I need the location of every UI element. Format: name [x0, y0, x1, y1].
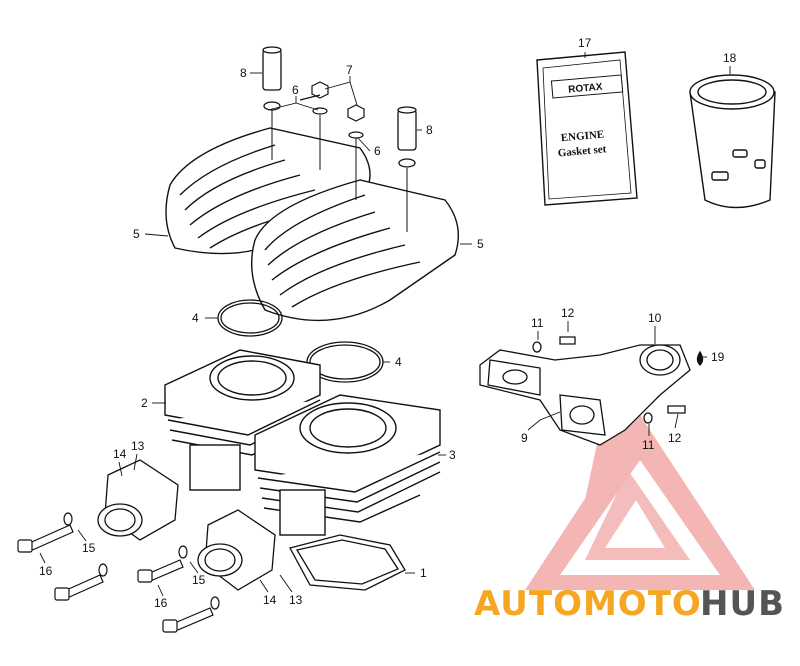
- callout-12a: 12: [561, 306, 575, 320]
- callout-16b: 16: [154, 596, 168, 610]
- callout-12b: 12: [668, 431, 682, 445]
- callout-15a: 15: [82, 541, 96, 555]
- callout-14a: 14: [113, 447, 127, 461]
- callout-10: 10: [648, 311, 662, 325]
- nuts-washers: [299, 81, 365, 139]
- callout-9: 9: [521, 431, 528, 445]
- callout-11b: 11: [642, 438, 655, 452]
- callout-16a: 16: [39, 564, 53, 578]
- watermark-part2: HUB: [700, 584, 785, 624]
- callout-13a: 13: [131, 439, 145, 453]
- callout-17: 17: [578, 36, 592, 50]
- callout-6b: 6: [374, 144, 381, 158]
- book-brand: ROTAX: [568, 82, 603, 96]
- callout-6a: 6: [292, 83, 299, 97]
- base-gasket: [289, 534, 406, 591]
- callout-1: 1: [420, 566, 427, 580]
- watermark-text: AUTOMOTO HUB: [474, 584, 785, 624]
- intake-flange-left: [97, 459, 179, 541]
- callout-2: 2: [141, 396, 148, 410]
- stud-spacer-right: [397, 106, 417, 168]
- callout-5b: 5: [477, 237, 484, 251]
- bolts-washers: [17, 512, 220, 633]
- gasket-set-book: ROTAX ENGINE Gasket set: [536, 51, 638, 206]
- stud-spacer-left: [262, 46, 282, 111]
- callout-3: 3: [449, 448, 456, 462]
- watermark-part1: AUTOMOTO: [474, 584, 702, 624]
- callout-11a: 11: [531, 316, 544, 330]
- book-title-line1: ENGINE: [560, 129, 604, 145]
- exhaust-manifold: [479, 336, 704, 446]
- callout-4a: 4: [192, 311, 199, 325]
- callout-8a: 8: [240, 66, 247, 80]
- callouts: 8 8 6 6 7 5 5 4 4 2 3 1 17 18 10 11 12 9…: [39, 36, 737, 610]
- callout-7: 7: [346, 63, 353, 77]
- callout-14b: 14: [263, 593, 277, 607]
- intake-flange-right: [197, 509, 276, 591]
- cylinder-sleeve: [689, 74, 776, 209]
- callout-8b: 8: [426, 123, 433, 137]
- callout-18: 18: [723, 51, 737, 65]
- stud-lines: [271, 110, 408, 232]
- cylinder-head-rear: [165, 127, 371, 255]
- cylinder-rear: [164, 349, 321, 491]
- callout-5a: 5: [133, 227, 140, 241]
- callout-4b: 4: [395, 355, 402, 369]
- callout-13b: 13: [289, 593, 303, 607]
- callout-leaders: [39, 52, 731, 597]
- watermark-logo: [525, 415, 755, 590]
- cylinder-front: [254, 394, 441, 536]
- callout-19: 19: [711, 350, 725, 364]
- callout-15b: 15: [192, 573, 206, 587]
- book-title-line2: Gasket set: [557, 143, 607, 159]
